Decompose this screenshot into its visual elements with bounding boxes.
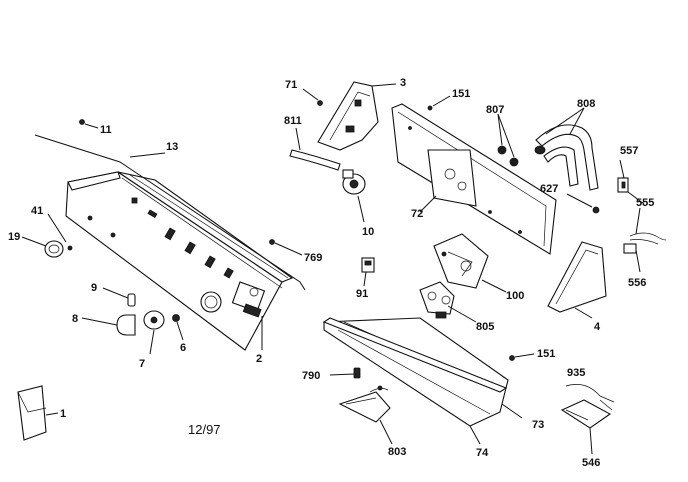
lower-tray (322, 317, 523, 445)
callout-71: 71 (285, 79, 297, 91)
clip-790 (329, 367, 361, 379)
callout-91: 91 (356, 288, 368, 300)
module-546 (560, 399, 612, 455)
callout-8: 8 (72, 313, 78, 325)
valve-805 (419, 281, 477, 323)
callout-808: 808 (577, 98, 595, 110)
callout-557: 557 (620, 145, 638, 157)
callout-7: 7 (139, 358, 145, 370)
washers-807 (497, 113, 519, 167)
callout-790: 790 (302, 370, 320, 382)
callout-807: 807 (486, 104, 504, 116)
callout-100: 100 (506, 290, 524, 302)
console-panel (65, 171, 294, 351)
callout-10: 10 (362, 226, 374, 238)
screw-71 (302, 88, 323, 106)
callout-72: 72 (411, 208, 423, 220)
callout-811: 811 (284, 115, 302, 127)
callout-13: 13 (166, 141, 178, 153)
rear-panel-72 (391, 103, 557, 255)
manual-1 (17, 385, 59, 441)
cord-555 (623, 207, 667, 273)
knob-parts (81, 287, 184, 355)
screw-627 (566, 193, 600, 214)
callout-73: 73 (532, 419, 544, 431)
callout-2: 2 (256, 353, 262, 365)
dispenser-803 (338, 385, 393, 445)
callout-151-lower: 151 (537, 348, 555, 360)
screw-151-top (427, 95, 451, 111)
date-code: 12/97 (188, 422, 221, 437)
clip-91 (361, 257, 375, 287)
callout-4: 4 (594, 321, 601, 333)
callout-627: 627 (540, 183, 558, 195)
callout-6: 6 (180, 342, 186, 354)
bracket-3 (317, 81, 397, 151)
screw-11 (79, 119, 99, 129)
hoses-808 (534, 107, 599, 191)
callout-935: 935 (567, 367, 585, 379)
pressure-switch-10 (342, 169, 366, 223)
knob-19 (21, 213, 73, 258)
screw-769 (269, 239, 303, 256)
end-cap-4 (547, 241, 607, 319)
timer-100 (433, 233, 507, 293)
connector-557 (617, 159, 645, 205)
callout-9: 9 (91, 282, 97, 294)
callout-546: 546 (582, 457, 600, 469)
callout-74: 74 (476, 447, 489, 459)
hose-811 (289, 127, 341, 171)
callout-19: 19 (8, 231, 20, 243)
callout-555: 555 (636, 197, 654, 209)
screw-151-lower (509, 353, 535, 361)
callout-803: 803 (388, 446, 406, 458)
callout-3: 3 (400, 77, 406, 89)
callout-1: 1 (60, 408, 66, 420)
harness-935 (565, 384, 615, 411)
callout-556: 556 (628, 277, 646, 289)
callout-769: 769 (304, 252, 322, 264)
callout-41: 41 (31, 205, 43, 217)
callout-805: 805 (476, 321, 494, 333)
callout-151: 151 (452, 88, 470, 100)
callout-11: 11 (100, 124, 112, 136)
callout-labels: 71 3 151 807 808 811 11 13 557 627 555 4… (8, 77, 654, 469)
